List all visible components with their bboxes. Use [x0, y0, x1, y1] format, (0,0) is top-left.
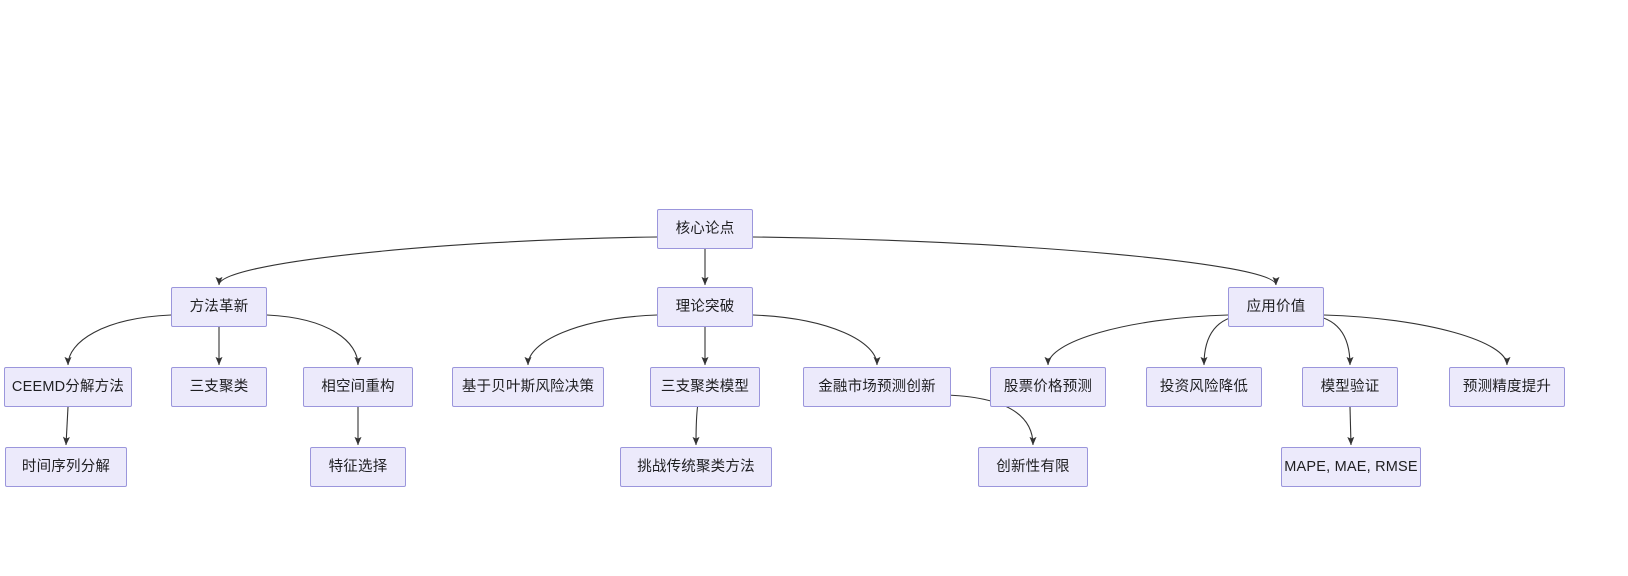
node-label: 股票价格预测	[1003, 378, 1093, 395]
node-label: 模型验证	[1320, 378, 1380, 395]
node-limited[interactable]: 创新性有限	[978, 447, 1088, 487]
node-label: 相空间重构	[321, 378, 395, 395]
node-challenge[interactable]: 挑战传统聚类方法	[620, 447, 772, 487]
node-label: 预测精度提升	[1462, 378, 1552, 395]
node-phase[interactable]: 相空间重构	[303, 367, 413, 407]
node-core[interactable]: 核心论点	[657, 209, 753, 249]
node-label: 投资风险降低	[1159, 378, 1249, 395]
node-label: 基于贝叶斯风险决策	[461, 378, 595, 395]
node-bayes[interactable]: 基于贝叶斯风险决策	[452, 367, 604, 407]
edge-paths	[62, 236, 1511, 446]
node-stock[interactable]: 股票价格预测	[990, 367, 1106, 407]
node-label: 挑战传统聚类方法	[637, 458, 755, 475]
node-theory[interactable]: 理论突破	[657, 287, 753, 327]
edge-method-to-ceemd	[64, 314, 172, 366]
edge-core-to-application	[752, 236, 1280, 286]
node-finance[interactable]: 金融市场预测创新	[803, 367, 951, 407]
node-label: 方法革新	[189, 298, 249, 315]
node-validate[interactable]: 模型验证	[1302, 367, 1398, 407]
node-label: 三支聚类模型	[660, 378, 750, 395]
node-featsel[interactable]: 特征选择	[310, 447, 406, 487]
edge-application-to-stock	[1044, 314, 1229, 366]
node-label: 理论突破	[675, 298, 735, 315]
edge-theory-to-bayes	[524, 314, 658, 366]
node-label: 三支聚类	[189, 378, 249, 395]
node-risk[interactable]: 投资风险降低	[1146, 367, 1262, 407]
node-application[interactable]: 应用价值	[1228, 287, 1324, 327]
node-twmodel[interactable]: 三支聚类模型	[650, 367, 760, 407]
node-threeway[interactable]: 三支聚类	[171, 367, 267, 407]
node-tsdecomp[interactable]: 时间序列分解	[5, 447, 127, 487]
node-label: 创新性有限	[996, 458, 1070, 475]
node-label: 金融市场预测创新	[818, 378, 936, 395]
node-label: 核心论点	[675, 220, 735, 237]
node-label: 时间序列分解	[21, 458, 111, 475]
node-metrics[interactable]: MAPE, MAE, RMSE	[1281, 447, 1421, 487]
node-ceemd[interactable]: CEEMD分解方法	[4, 367, 132, 407]
edge-method-to-phase	[266, 314, 362, 366]
edge-validate-to-metrics	[1347, 406, 1355, 446]
edge-theory-to-finance	[752, 314, 881, 366]
node-accuracy[interactable]: 预测精度提升	[1449, 367, 1565, 407]
edge-ceemd-to-tsdecomp	[62, 406, 70, 446]
edge-core-to-method	[215, 236, 658, 286]
edge-application-to-accuracy	[1323, 314, 1511, 366]
node-label: CEEMD分解方法	[11, 378, 125, 395]
node-method[interactable]: 方法革新	[171, 287, 267, 327]
node-label: 特征选择	[328, 458, 388, 475]
node-label: 应用价值	[1246, 298, 1306, 315]
node-label: MAPE, MAE, RMSE	[1284, 458, 1418, 475]
